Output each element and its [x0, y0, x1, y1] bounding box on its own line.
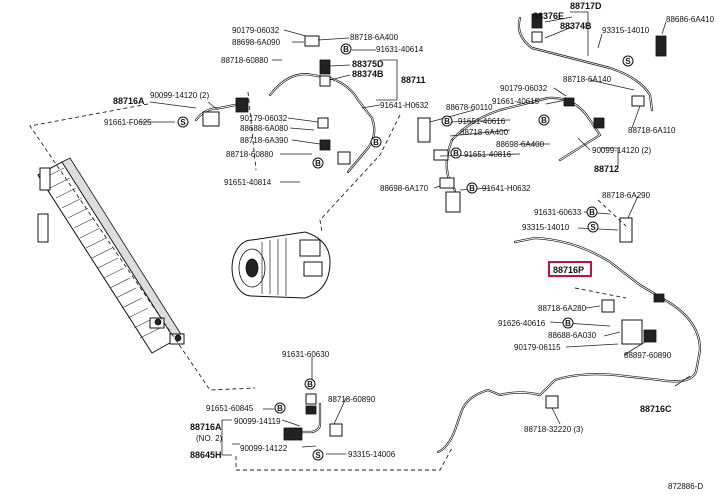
label-88645H: 88645H [190, 450, 222, 460]
label-88698-6A090: 88698-6A090 [232, 38, 281, 47]
svg-text:B: B [589, 208, 595, 217]
label-88718-6A280: 88718-6A280 [538, 304, 587, 313]
label-91641-H0632-b: 91641-H0632 [482, 184, 531, 193]
label-88712: 88712 [594, 164, 619, 174]
label-88716C: 88716C [640, 404, 672, 414]
label-88718-60890: 88718-60890 [328, 395, 376, 404]
label-88698-6A170: 88698-6A170 [380, 184, 429, 193]
label-90179-06032-c: 90179-06032 [500, 84, 548, 93]
label-88375D: 88375D [352, 59, 384, 69]
label-88716A-b: 88716A [190, 422, 222, 432]
label-88717D: 88717D [570, 1, 602, 11]
svg-text:B: B [373, 138, 379, 147]
label-91626-40616: 91626-40616 [498, 319, 546, 328]
label-90099-14122: 90099-14122 [240, 444, 288, 453]
label-91641-H0632-a: 91641-H0632 [380, 101, 429, 110]
svg-text:B: B [541, 116, 547, 125]
label-88718-6A110: 88718-6A110 [628, 126, 676, 135]
label-91651-40616: 91651-40616 [458, 117, 506, 126]
svg-text:B: B [469, 184, 475, 193]
circled-badges: B S B B S B B B B B S B B B S [177, 43, 634, 461]
label-91661-40615: 91661-40615 [492, 97, 540, 106]
svg-text:S: S [315, 451, 321, 460]
label-88688-6A080: 88688-6A080 [240, 124, 289, 133]
label-88718-6A290: 88718-6A290 [602, 191, 651, 200]
svg-text:B: B [444, 117, 450, 126]
condenser-drawing [37, 157, 185, 354]
diagram-id: 872886-D [668, 482, 703, 491]
refrigerant-pipes [194, 16, 702, 454]
label-91651-40816: 91651-40816 [464, 150, 512, 159]
svg-text:S: S [590, 223, 596, 232]
label-90099-14119: 90099-14119 [234, 417, 281, 426]
label-91631-40614: 91631-40614 [376, 45, 424, 54]
label-88718-32220: 88718-32220 (3) [524, 425, 583, 434]
label-88688-6A030: 88688-6A030 [548, 331, 597, 340]
svg-text:B: B [307, 380, 313, 389]
label-93315-14006: 93315-14006 [348, 450, 396, 459]
label-88716A-no2: (NO. 2) [196, 434, 223, 443]
label-93315-14010-b: 93315-14010 [522, 223, 570, 232]
label-90179-06115: 90179-06115 [514, 343, 561, 352]
label-90099-14120-a: 90099-14120 (2) [150, 91, 209, 100]
label-88897-60890: 88897-60890 [624, 351, 672, 360]
label-91651-60845: 91651-60845 [206, 404, 254, 413]
svg-text:S: S [180, 118, 186, 127]
svg-text:S: S [625, 57, 631, 66]
label-91661-F0625: 91661-F0625 [104, 118, 152, 127]
label-88716P: 88716P [553, 265, 584, 275]
label-88716A-a: 88716A [113, 96, 145, 106]
label-90099-14120-b: 90099-14120 (2) [592, 146, 651, 155]
fittings [202, 13, 667, 441]
label-88718-6A140: 88718-6A140 [563, 75, 612, 84]
label-93315-14010-a: 93315-14010 [602, 26, 650, 35]
label-88711: 88711 [401, 75, 426, 85]
part-labels: 90179-06032 88718-6A400 88698-6A090 9163… [104, 1, 715, 491]
svg-text:B: B [453, 149, 459, 158]
label-90179-06032-b: 90179-06032 [240, 114, 288, 123]
dashed-outlines [29, 91, 627, 471]
label-91631-60630: 91631-60630 [282, 350, 330, 359]
label-88718-6A400-a: 88718-6A400 [350, 33, 399, 42]
svg-text:B: B [315, 159, 321, 168]
label-90179-06032-a: 90179-06032 [232, 26, 280, 35]
label-88698-6A400: 88698-6A400 [496, 140, 545, 149]
bracket-lines [221, 11, 619, 456]
label-88678-60110: 88678-60110 [446, 103, 493, 112]
label-88718-60880-a: 88718-60880 [221, 56, 269, 65]
label-88718-60880-b: 88718-60880 [226, 150, 274, 159]
svg-text:B: B [277, 404, 283, 413]
compressor-drawing [231, 231, 331, 299]
label-88718-6A400-b: 88718-6A400 [460, 128, 509, 137]
svg-text:B: B [343, 45, 349, 54]
label-88376E: 88376E [533, 11, 564, 21]
label-88718-6A390: 88718-6A390 [240, 136, 289, 145]
label-91651-40814: 91651-40814 [224, 178, 272, 187]
svg-text:B: B [565, 319, 571, 328]
label-88374B-b: 88374B [560, 21, 592, 31]
label-91631-60633: 91631-60633 [534, 208, 582, 217]
label-88686-6A410: 88686-6A410 [666, 15, 715, 24]
label-88374B-a: 88374B [352, 69, 384, 79]
highlight-box [548, 261, 592, 277]
